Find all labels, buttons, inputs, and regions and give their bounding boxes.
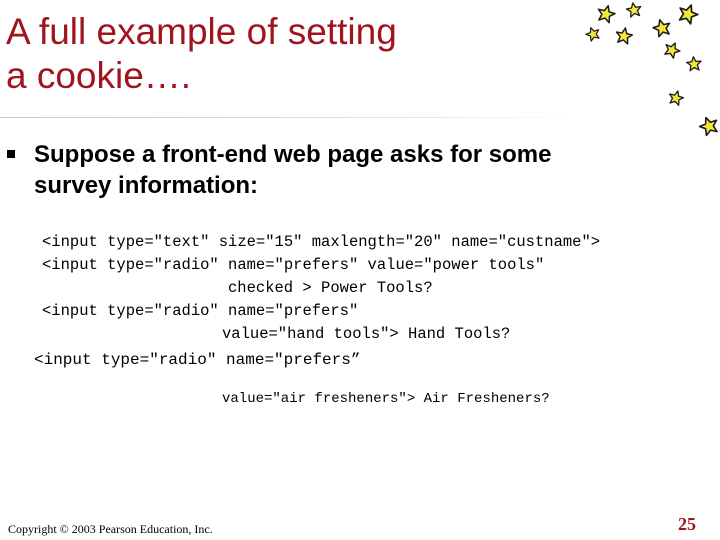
slide-title: A full example of setting a cookie…. [6, 10, 566, 98]
code-line-6: <input type="radio" name="prefers” [34, 351, 361, 369]
star-icon [583, 24, 602, 43]
title-divider [0, 117, 580, 118]
bullet-marker [7, 150, 15, 158]
code-line-1: <input type="text" size="15" maxlength="… [42, 233, 601, 251]
bullet-text-line-1: Suppose a front-end web page asks for so… [34, 141, 552, 168]
bullet-text-line-2: survey information: [34, 172, 259, 199]
slide-title-line-1: A full example of setting [6, 11, 397, 52]
code-line-3: checked > Power Tools? [228, 279, 433, 297]
star-icon [614, 25, 635, 46]
bullet-text: Suppose a front-end web page asks for so… [34, 139, 674, 201]
star-icon [661, 39, 683, 61]
stars-decoration [583, 1, 720, 138]
star-icon [696, 113, 720, 138]
code-line-2: <input type="radio" name="prefers" value… [42, 256, 545, 274]
star-icon [625, 1, 643, 19]
code-line-5: value="hand tools"> Hand Tools? [222, 325, 511, 343]
code-line-4: <input type="radio" name="prefers" [42, 302, 359, 320]
code-lines-text-and-radio-1: <input type="text" size="15" maxlength="… [42, 231, 600, 277]
star-icon [650, 16, 673, 39]
star-icon [675, 1, 701, 26]
slide-title-line-2: a cookie…. [6, 55, 192, 96]
star-icon [666, 88, 686, 107]
copyright-footer: Copyright © 2003 Pearson Education, Inc. [8, 522, 213, 536]
page-number: 25 [678, 514, 696, 534]
code-line-7: value="air fresheners"> Air Fresheners? [222, 391, 550, 407]
star-icon [595, 2, 618, 25]
star-icon [685, 55, 703, 72]
